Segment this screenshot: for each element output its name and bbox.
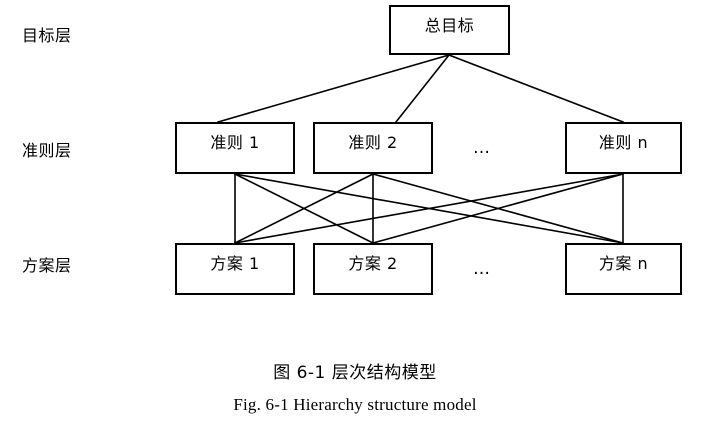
edge-criteria-2-scheme-1: [233, 172, 375, 245]
criteria-to-scheme-edges: [233, 172, 624, 245]
node-scheme-2[interactable]: 方案 2: [313, 243, 433, 295]
node-criteria-1[interactable]: 准则 1: [175, 122, 295, 174]
goal-to-criteria-edges: [217, 53, 625, 124]
layer-label-goal: 目标层: [22, 26, 72, 45]
edge-goal-criteria-n: [447, 53, 625, 124]
edge-goal-criteria-1: [217, 54, 450, 123]
edge-criteria-1-scheme-2: [233, 172, 375, 245]
figure-caption-english: Fig. 6-1 Hierarchy structure model: [233, 395, 477, 414]
ellipsis-scheme-row: …: [473, 259, 492, 279]
edge-criteria-n-scheme-1: [234, 173, 624, 244]
node-criteria-n-label: 准则 n: [598, 133, 649, 152]
figure-caption-chinese: 图 6-1 层次结构模型: [273, 363, 437, 383]
ellipsis-criteria-row: …: [473, 138, 492, 158]
edge-goal-criteria-2: [394, 53, 451, 124]
node-goal[interactable]: 总目标: [389, 5, 510, 55]
node-goal-label: 总目标: [424, 16, 475, 35]
node-scheme-2-label: 方案 2: [348, 254, 398, 273]
node-scheme-n-label: 方案 n: [598, 254, 649, 273]
node-scheme-n[interactable]: 方案 n: [565, 243, 682, 295]
node-scheme-1-label: 方案 1: [210, 254, 260, 273]
edge-criteria-n-scheme-2: [372, 173, 624, 244]
layer-label-scheme: 方案层: [22, 256, 72, 275]
node-scheme-1[interactable]: 方案 1: [175, 243, 295, 295]
node-criteria-1-label: 准则 1: [210, 133, 260, 152]
edge-criteria-2-scheme-n: [372, 173, 624, 244]
edge-criteria-1-scheme-n: [234, 173, 624, 244]
node-criteria-n[interactable]: 准则 n: [565, 122, 682, 174]
layer-label-criteria: 准则层: [22, 141, 72, 160]
node-criteria-2-label: 准则 2: [348, 133, 398, 152]
node-criteria-2[interactable]: 准则 2: [313, 122, 433, 174]
